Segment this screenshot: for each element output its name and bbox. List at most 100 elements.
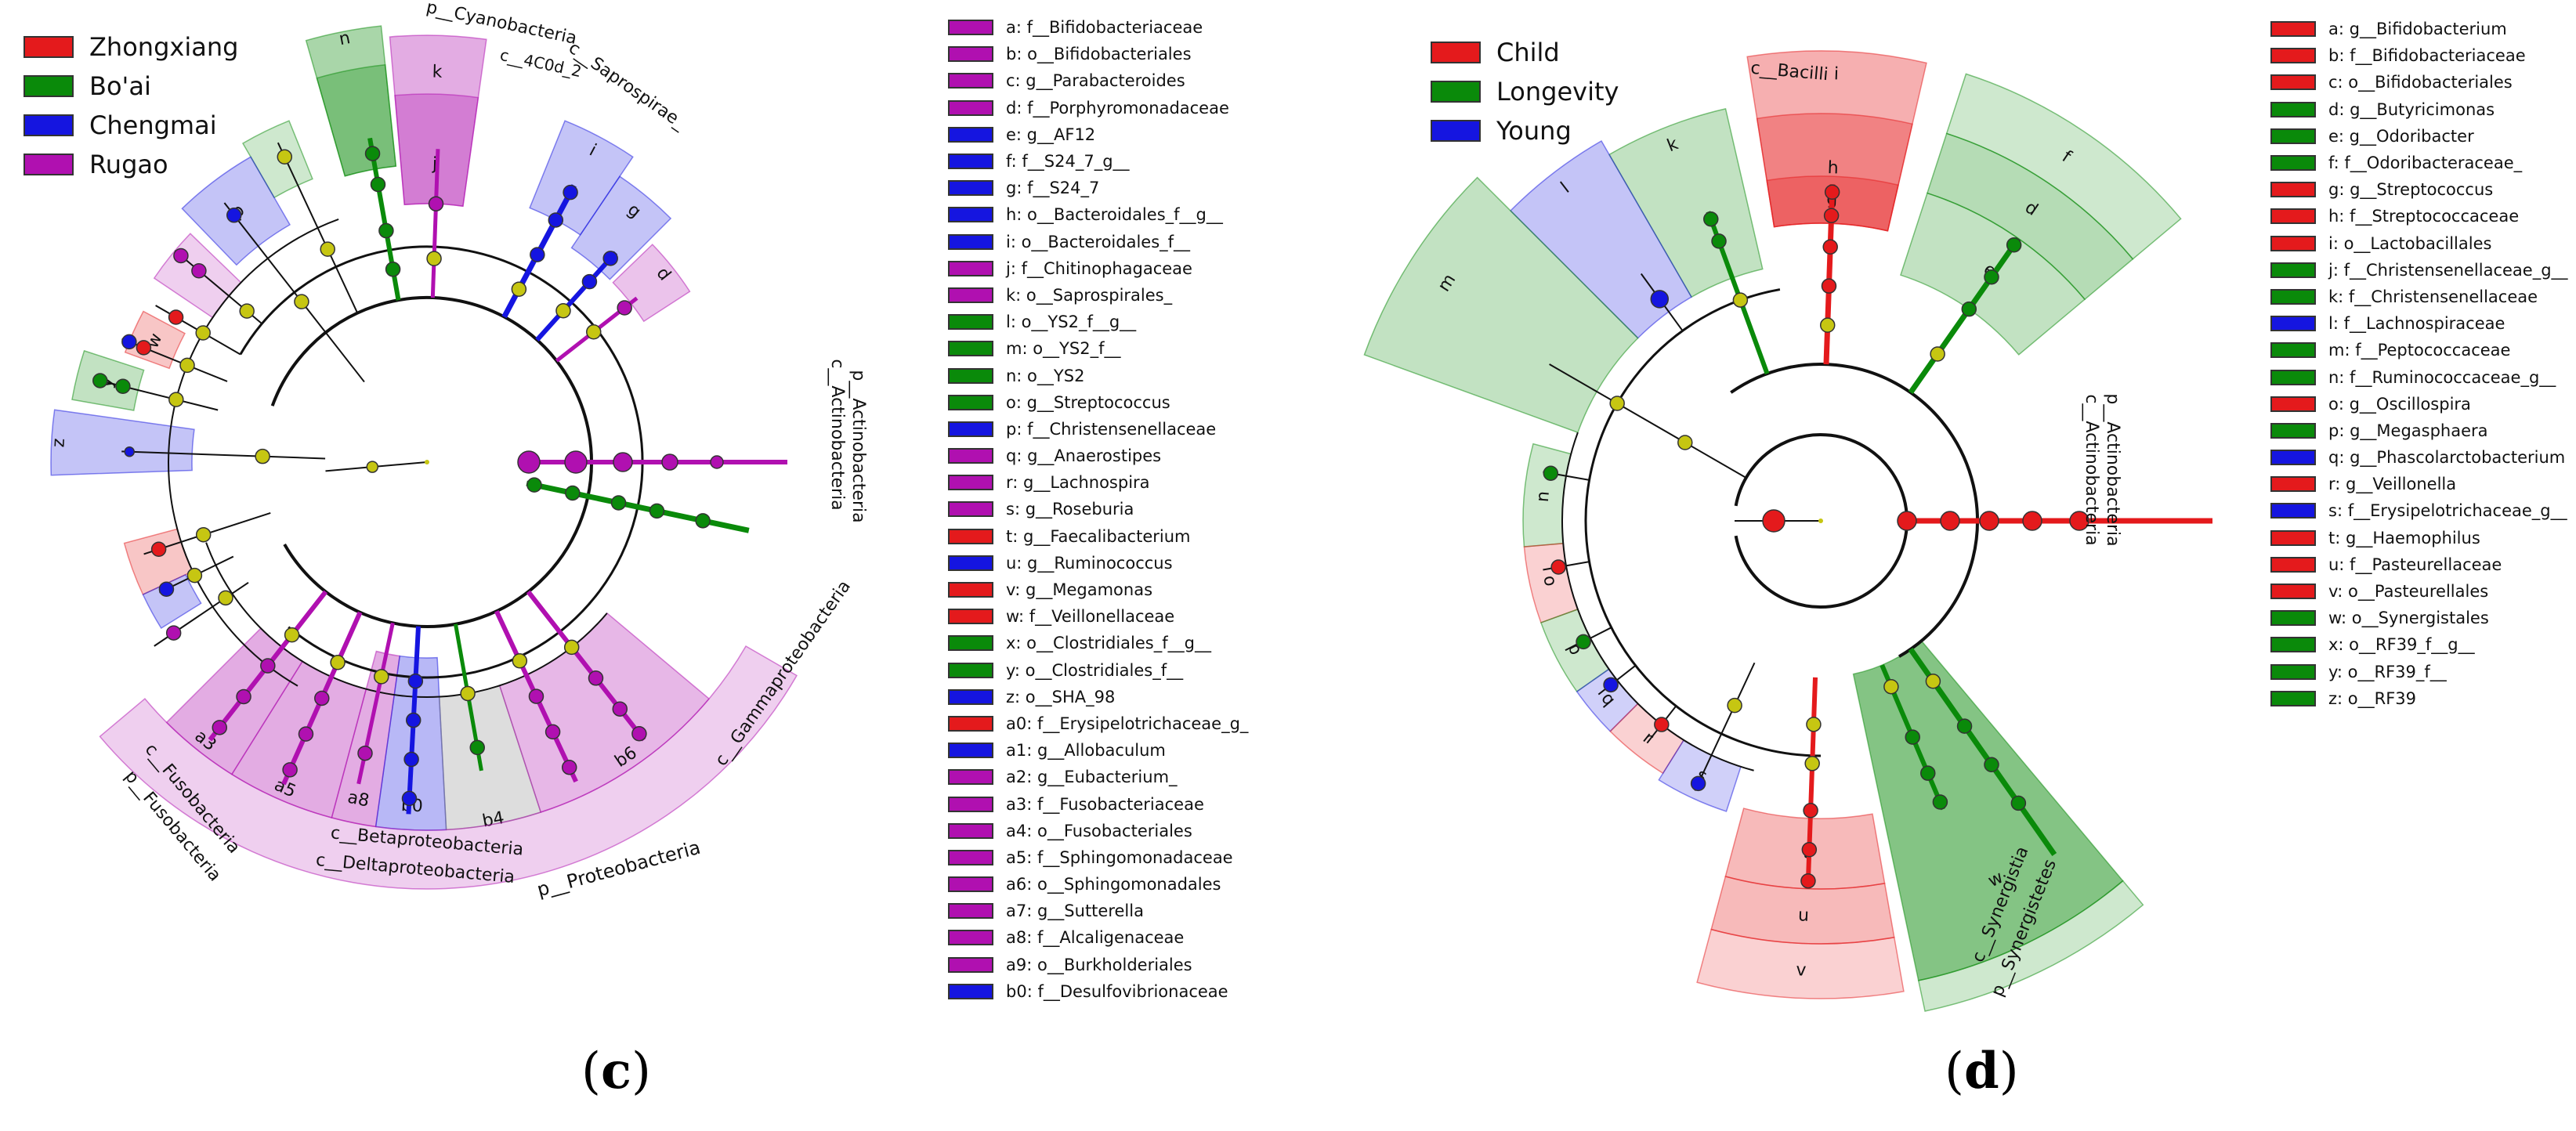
taxa-swatch	[2270, 422, 2316, 439]
tree-node	[195, 526, 212, 543]
taxa-swatch	[948, 635, 993, 652]
taxa-swatch	[948, 555, 993, 571]
sector-letter: a8	[346, 788, 371, 811]
taxa-label: d: g__Butyricimonas	[2328, 99, 2495, 119]
taxa-swatch	[948, 180, 993, 197]
taxa-label: j: f__Christensenellaceae_g__	[2328, 260, 2568, 280]
tree-node	[1940, 511, 1960, 531]
taxa-legend-row: p: f__Christensenellaceae	[948, 416, 1248, 443]
taxa-label: n: f__Ruminococcaceae_g__	[2328, 367, 2556, 387]
tree-node	[1821, 278, 1837, 294]
legend-row-child: Child	[1431, 33, 1619, 72]
panel-letter: d	[1963, 1042, 1999, 1100]
tree-node	[218, 590, 233, 606]
tree-ring	[1561, 432, 1754, 771]
taxa-label: a9: o__Burkholderiales	[1006, 955, 1192, 974]
taxa-swatch	[948, 233, 993, 250]
paren-close: )	[631, 1042, 651, 1100]
taxa-legend-row: j: f__Christensenellaceae_g__	[2270, 257, 2568, 284]
taxa-swatch	[2270, 637, 2316, 653]
tree-node	[1550, 559, 1566, 575]
taxa-swatch	[948, 688, 993, 705]
sector-letter: i	[1833, 64, 1839, 84]
sector-letter: o	[1539, 573, 1560, 588]
tree-node	[563, 639, 580, 656]
taxa-label: o: g__Streptococcus	[1006, 392, 1170, 412]
sector-letter: v	[1796, 960, 1807, 981]
taxa-swatch	[2270, 182, 2316, 198]
tree-node	[517, 450, 541, 474]
taxa-swatch	[948, 796, 993, 812]
tree-node	[1930, 346, 1945, 362]
taxa-swatch	[948, 99, 993, 116]
taxa-swatch	[948, 46, 993, 63]
legend-row-longevity: Longevity	[1431, 72, 1619, 111]
taxa-label: a4: o__Fusobacteriales	[1006, 821, 1192, 840]
tree-node	[357, 745, 373, 761]
taxa-label: t: g__Faecalibacterium	[1006, 526, 1191, 546]
taxa-swatch	[2270, 235, 2316, 251]
taxa-swatch	[948, 662, 993, 678]
taxa-legend-row: l: o__YS2_f__g__	[948, 309, 1248, 335]
taxa-legend-row: s: g__Roseburia	[948, 496, 1248, 522]
taxa-label: a5: f__Sphingomonadaceae	[1006, 847, 1233, 867]
tree-node	[564, 450, 588, 474]
taxa-label: l: o__YS2_f__g__	[1006, 313, 1137, 332]
taxa-legend-row: a0: f__Erysipelotrichaceae_g_	[948, 710, 1248, 737]
highlight-sector	[99, 645, 798, 890]
tree-branch	[1543, 561, 1590, 571]
taxa-label: v: o__Pasteurellales	[2328, 582, 2489, 602]
taxa-legend-row: r: g__Lachnospira	[948, 469, 1248, 496]
taxa-swatch	[948, 448, 993, 464]
tree-node	[1979, 511, 1999, 531]
taxa-label: r: g__Lachnospira	[1006, 473, 1150, 493]
taxa-legend-row: a6: o__Sphingomonadales	[948, 871, 1248, 898]
tree-node	[1543, 465, 1559, 481]
taxa-swatch	[2270, 584, 2316, 600]
taxa-legend-row: o: g__Streptococcus	[948, 389, 1248, 416]
taxa-label: s: f__Erysipelotrichaceae_g__	[2328, 501, 2567, 521]
root-node	[425, 460, 429, 464]
taxa-legend-row: y: o__RF39_f__	[2270, 659, 2568, 685]
tree-node	[1905, 729, 1920, 745]
clade-label-actinobacteria-c: c__Actinobacteria	[2082, 394, 2101, 545]
tree-node	[191, 262, 207, 279]
legend-row-rugao: Rugao	[24, 145, 238, 184]
tree-node	[512, 653, 528, 669]
tree-node	[2010, 795, 2027, 811]
tree-node	[1804, 756, 1820, 771]
taxa-legend-row: v: g__Megamonas	[948, 576, 1248, 603]
taxa-label: p: g__Megasphaera	[2328, 421, 2488, 440]
taxa-label: c: o__Bifidobacteriales	[2328, 73, 2513, 92]
taxa-label: w: o__Synergistales	[2328, 609, 2489, 628]
legend-swatch	[1431, 120, 1481, 142]
tree-node	[277, 149, 293, 165]
taxa-legend-row: a9: o__Burkholderiales	[948, 952, 1248, 978]
taxa-label: f: f__Odoribacteraceae_	[2328, 154, 2523, 173]
tree-node	[1824, 184, 1840, 201]
taxa-label: b: f__Bifidobacteriaceae	[2328, 46, 2526, 66]
taxa-legend-row: o: g__Oscillospira	[2270, 391, 2568, 417]
taxa-swatch	[948, 849, 993, 865]
legend-label: Longevity	[1496, 77, 1619, 107]
tree-node	[1603, 677, 1619, 693]
taxa-label: u: f__Pasteurellaceae	[2328, 555, 2502, 574]
tree-node	[168, 392, 184, 407]
tree-node	[1897, 511, 1917, 531]
taxa-swatch	[2270, 155, 2316, 172]
tree-node	[320, 241, 335, 257]
group-legend-c: Zhongxiang Bo'ai Chengmai Rugao	[24, 27, 238, 184]
taxa-label: a6: o__Sphingomonadales	[1006, 875, 1221, 894]
tree-node	[1956, 718, 1973, 734]
taxa-legend-row: a3: f__Fusobacteriaceae	[948, 790, 1248, 817]
panel-c: nkjigdpwyza3a5a8b0b4b6p__Cyanobacteriac_…	[24, 0, 1248, 1100]
taxa-swatch	[948, 421, 993, 437]
tree-branch	[430, 149, 440, 298]
taxa-swatch	[948, 475, 993, 491]
tree-branch	[526, 590, 646, 742]
taxa-label: z: o__SHA_98	[1006, 687, 1116, 706]
taxa-swatch	[948, 582, 993, 598]
taxa-legend-row: e: g__Odoribacter	[2270, 123, 2568, 150]
taxa-swatch	[948, 822, 993, 839]
sector-letter: b4	[481, 808, 506, 832]
